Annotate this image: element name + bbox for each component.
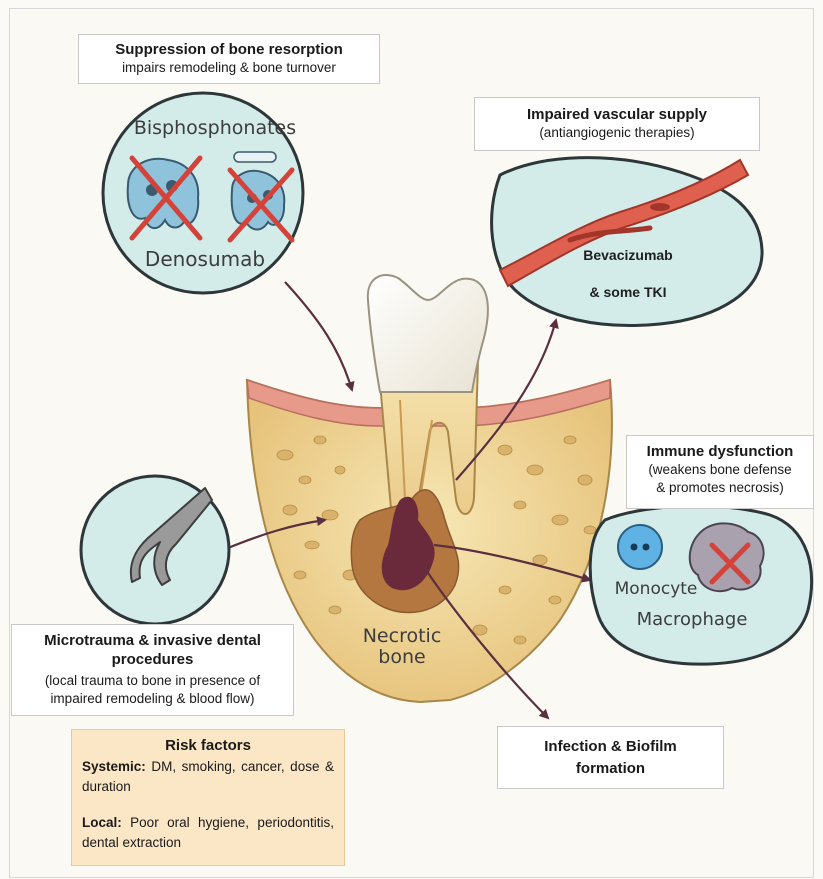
drug-label-bisphosphonates: Bisphosphonates — [134, 117, 296, 139]
infection-line1: Infection & Biofilm — [498, 737, 723, 756]
vascular-circle: Bevacizumab & some TKI — [492, 158, 763, 326]
risk-local: Local: Poor oral hygiene, periodontitis,… — [82, 813, 334, 853]
risk-systemic: Systemic: DM, smoking, cancer, dose & du… — [82, 757, 334, 797]
immune-subtitle-line2: & promotes necrosis) — [627, 479, 813, 497]
cell-label-monocyte: Monocyte — [615, 579, 698, 599]
drug-label-denosumab: Denosumab — [145, 247, 265, 271]
infection-line2: formation — [498, 759, 723, 778]
immune-title: Immune dysfunction — [627, 442, 813, 461]
immune-circle: Monocyte Macrophage — [590, 506, 811, 664]
microtrauma-title-line2: procedures — [12, 650, 293, 669]
microtrauma-box: Microtrauma & invasive dental procedures… — [11, 624, 294, 716]
microtrauma-circle — [81, 476, 229, 624]
microtrauma-title-line1: Microtrauma & invasive dental — [12, 631, 293, 650]
risk-systemic-label: Systemic: — [82, 759, 146, 774]
microtrauma-subtitle-line2: impaired remodeling & blood flow) — [12, 690, 293, 708]
necrotic-label-line1: Necrotic — [363, 625, 442, 647]
resorption-box: Suppression of bone resorption impairs r… — [78, 34, 380, 84]
arrow-resorption — [285, 282, 352, 390]
vascular-title: Impaired vascular supply — [475, 105, 759, 124]
drug-label-tki: & some TKI — [589, 284, 666, 300]
pill-icon — [234, 152, 276, 162]
immune-box: Immune dysfunction (weakens bone defense… — [626, 435, 814, 509]
infection-box: Infection & Biofilm formation — [497, 726, 724, 789]
vascular-box: Impaired vascular supply (antiangiogenic… — [474, 97, 760, 151]
resorption-circle: Bisphosphonates Denosumab — [103, 93, 303, 293]
risk-title: Risk factors — [82, 736, 334, 756]
microtrauma-subtitle-line1: (local trauma to bone in presence of — [12, 672, 293, 690]
vascular-subtitle: (antiangiogenic therapies) — [475, 124, 759, 142]
risk-factors-box: Risk factors Systemic: DM, smoking, canc… — [71, 729, 345, 866]
monocyte-icon — [618, 525, 662, 569]
necrotic-label-line2: bone — [378, 646, 425, 668]
resorption-subtitle: impairs remodeling & bone turnover — [79, 59, 379, 77]
immune-subtitle-line1: (weakens bone defense — [627, 461, 813, 479]
cell-label-macrophage: Macrophage — [637, 609, 748, 630]
risk-local-label: Local: — [82, 815, 122, 830]
resorption-title: Suppression of bone resorption — [79, 40, 379, 59]
drug-label-bevacizumab: Bevacizumab — [583, 247, 672, 263]
